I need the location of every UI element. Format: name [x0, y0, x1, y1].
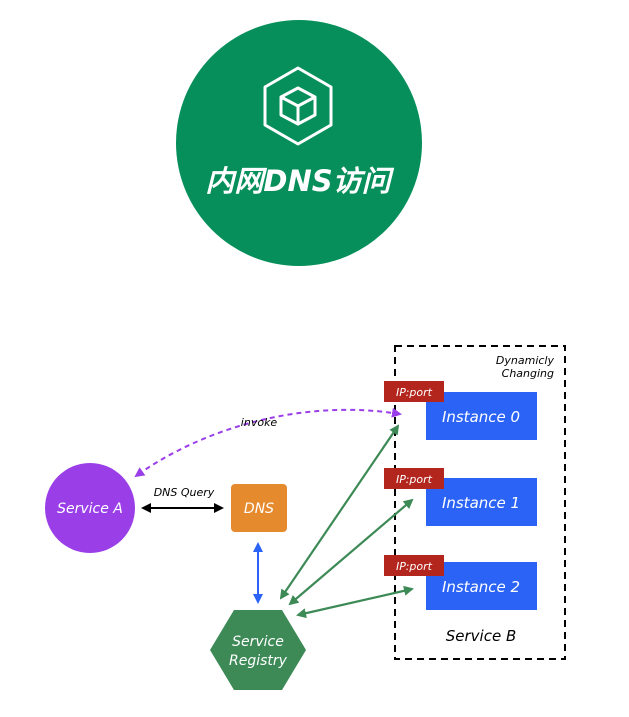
service-registry-hexagon[interactable] [210, 610, 306, 690]
ip-port-tag-label: IP:port [396, 386, 433, 399]
instance-label: Instance 1 [442, 494, 520, 512]
hero-title: 内网DNS访问 [205, 164, 394, 198]
instance-box[interactable] [426, 392, 537, 440]
cube-icon [263, 66, 333, 146]
registry-instance-2-arrow [296, 585, 414, 619]
instance-1[interactable]: Instance 1 IP:port [384, 468, 537, 526]
ip-port-tag-label: IP:port [396, 473, 433, 486]
registry-instance-1-arrow [288, 498, 414, 606]
dns-query-label: DNS Query [154, 486, 215, 499]
instance-label: Instance 0 [442, 408, 520, 426]
service-a-node[interactable]: Service A [45, 463, 135, 553]
dns-node[interactable]: DNS [231, 484, 287, 532]
instance-box[interactable] [426, 562, 537, 610]
service-registry-label-line2: Registry [229, 653, 288, 669]
hero-badge: 内网DNS访问 [176, 20, 422, 266]
invoke-label: invoke [241, 416, 278, 429]
service-b-label: Service B [446, 627, 517, 645]
ip-port-tag [384, 381, 444, 402]
service-b-group: Dynamicly Changing Service B [394, 345, 566, 660]
service-registry-node[interactable]: Service Registry [210, 610, 306, 690]
instance-label: Instance 2 [442, 578, 520, 596]
ip-port-tag-label: IP:port [396, 560, 433, 573]
service-registry-label-line1: Service [232, 634, 284, 650]
dynamic-note-line1: Dynamicly [496, 354, 555, 367]
dns-label: DNS [244, 501, 274, 517]
service-a-circle[interactable] [45, 463, 135, 553]
invoke-arrow [134, 407, 402, 478]
registry-instance-0-arrow [279, 424, 400, 600]
instance-2[interactable]: Instance 2 IP:port [384, 555, 537, 610]
instance-0[interactable]: Instance 0 IP:port [384, 381, 537, 440]
dns-box[interactable] [231, 484, 287, 532]
service-a-label: Service A [57, 501, 123, 517]
dynamic-note-line2: Changing [502, 367, 554, 380]
instance-box[interactable] [426, 478, 537, 526]
